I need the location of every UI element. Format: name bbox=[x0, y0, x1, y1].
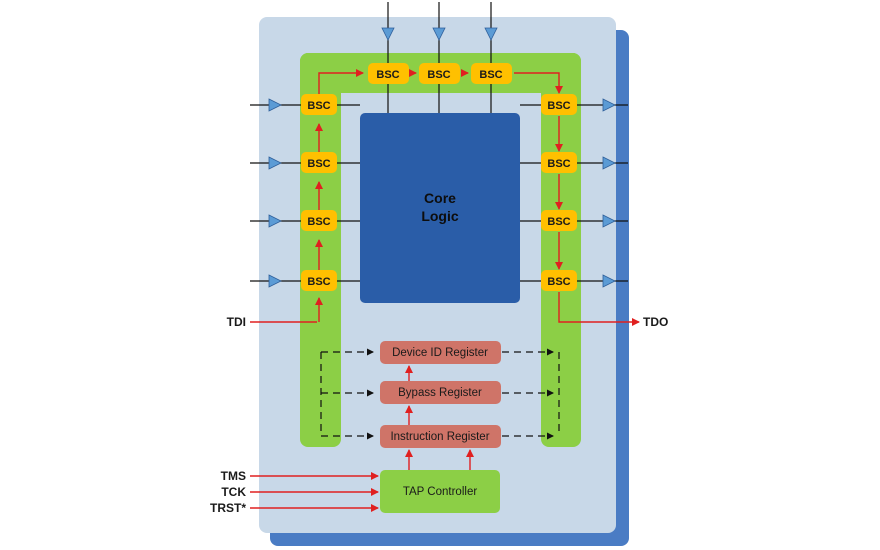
scan-chain-arrows bbox=[250, 69, 640, 326]
device-id-register bbox=[380, 341, 501, 364]
tap-controller-label: TAP Controller bbox=[403, 486, 478, 498]
bsc-label: BSC bbox=[307, 100, 330, 112]
trst-label: TRST* bbox=[210, 501, 246, 515]
register-dashed-paths bbox=[320, 348, 560, 440]
tms-label: TMS bbox=[221, 469, 246, 483]
bypass-register bbox=[380, 381, 501, 404]
tap-control-arrows bbox=[405, 365, 474, 470]
bsc-cell bbox=[301, 94, 337, 115]
bsc-cell bbox=[541, 152, 577, 173]
device-id-register-label: Device ID Register bbox=[392, 347, 488, 359]
instruction-register-label: Instruction Register bbox=[390, 431, 489, 443]
bsc-label: BSC bbox=[307, 276, 330, 288]
bsc-cell bbox=[471, 63, 512, 84]
input-buffer-icon bbox=[268, 214, 282, 228]
bsc-cell bbox=[368, 63, 409, 84]
bsc-label: BSC bbox=[307, 216, 330, 228]
bsc-label: BSC bbox=[427, 69, 450, 81]
core-logic-label-line1: Core bbox=[424, 190, 456, 206]
core-connections bbox=[337, 84, 541, 282]
bsc-label: BSC bbox=[307, 158, 330, 170]
top-buffer-icon bbox=[484, 27, 498, 41]
tdo-label: TDO bbox=[643, 315, 668, 329]
bsc-label: BSC bbox=[547, 276, 570, 288]
bsc-label: BSC bbox=[479, 69, 502, 81]
core-logic-block bbox=[360, 113, 520, 303]
bsc-cells: BSC BSC BSC BSC BSC BSC BSC BSC BSC BSC … bbox=[301, 63, 577, 291]
tck-label: TCK bbox=[221, 485, 246, 499]
bsc-cell bbox=[301, 152, 337, 173]
bsc-cell bbox=[541, 94, 577, 115]
tap-input-arrows bbox=[250, 472, 379, 512]
bsc-cell bbox=[541, 270, 577, 291]
tap-controller bbox=[380, 470, 500, 513]
input-buffer-icon bbox=[268, 274, 282, 288]
top-buffer-icon bbox=[381, 27, 395, 41]
output-buffer-icon bbox=[602, 156, 616, 170]
bsc-cell bbox=[301, 210, 337, 231]
input-buffer-icon bbox=[268, 156, 282, 170]
input-buffer-icon bbox=[268, 98, 282, 112]
output-buffer-icon bbox=[602, 274, 616, 288]
output-buffer-icon bbox=[602, 98, 616, 112]
bsc-cell bbox=[541, 210, 577, 231]
bsc-cell bbox=[301, 270, 337, 291]
bsc-label: BSC bbox=[376, 69, 399, 81]
bsc-label: BSC bbox=[547, 100, 570, 112]
instruction-register bbox=[380, 425, 501, 448]
top-buffer-icon bbox=[432, 27, 446, 41]
output-buffer-icon bbox=[602, 214, 616, 228]
bsc-label: BSC bbox=[547, 158, 570, 170]
bypass-register-label: Bypass Register bbox=[398, 387, 482, 399]
tdi-label: TDI bbox=[227, 315, 246, 329]
bsc-cell bbox=[419, 63, 460, 84]
core-logic-label-line2: Logic bbox=[421, 208, 459, 224]
bsc-label: BSC bbox=[547, 216, 570, 228]
pin-buffers bbox=[268, 27, 616, 288]
